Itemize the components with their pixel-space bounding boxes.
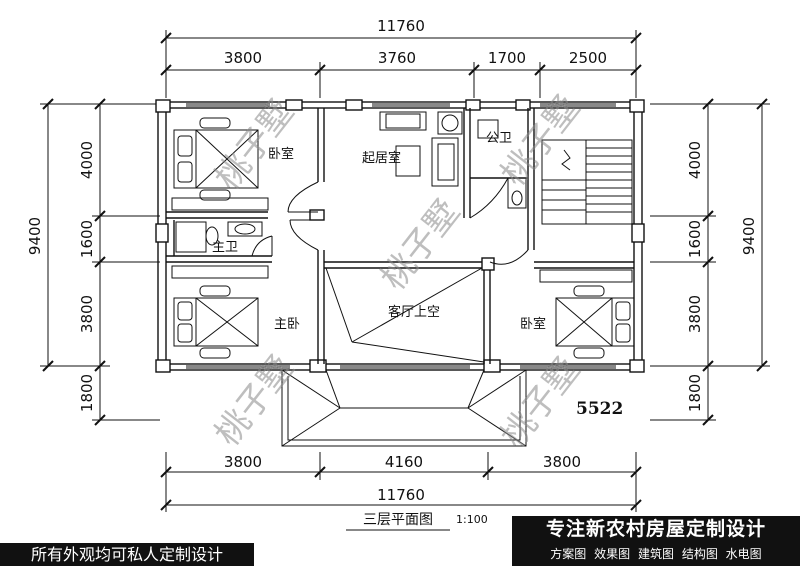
bath-fixtures [175, 119, 527, 253]
roof-canopy [281, 369, 527, 447]
void-symbol [325, 267, 485, 363]
bottom-dim-1: 3800 [224, 453, 262, 471]
left-dim-2: 1600 [78, 220, 96, 258]
room-label-master-bath: 主卫 [212, 240, 238, 255]
service-item: 效果图 [594, 547, 631, 561]
room-label-bedroom-top-left: 卧室 [268, 146, 294, 162]
right-dim-1: 4000 [686, 141, 704, 179]
top-dim-3: 1700 [488, 49, 526, 67]
bottom-dim-2: 4160 [385, 453, 423, 471]
room-label-void: 客厅上空 [388, 304, 440, 320]
bed-master [171, 265, 269, 359]
right-dim-4: 1800 [686, 374, 704, 412]
plan-title: 三层平面图 [363, 512, 433, 528]
service-item: 结构图 [681, 547, 718, 561]
right-total-dimension: 9400 [740, 217, 758, 255]
plan-scale: 1:100 [456, 513, 488, 526]
service-banner-list: 方案图 效果图 建筑图 结构图 水电图 [512, 542, 800, 566]
right-dimension-lines [650, 98, 770, 426]
left-dim-1: 4000 [78, 141, 96, 179]
watermark: 桃子墅 [374, 193, 468, 298]
right-dim-2: 1600 [686, 220, 704, 258]
room-label-public-bath: 公卫 [486, 131, 512, 146]
service-item: 方案图 [550, 547, 587, 561]
top-dim-2: 3760 [378, 49, 416, 67]
left-dim-3: 3800 [78, 295, 96, 333]
service-item: 水电图 [725, 547, 762, 561]
top-dim-4: 2500 [569, 49, 607, 67]
left-dimension-lines [40, 98, 160, 426]
bottom-total-dimension: 11760 [377, 486, 425, 504]
living-furniture [379, 111, 463, 187]
custom-design-banner: 所有外观均可私人定制设计 [0, 543, 254, 566]
top-total-dimension: 11760 [377, 17, 425, 35]
plan-number: 5522 [576, 399, 623, 419]
top-dim-1: 3800 [224, 49, 262, 67]
right-dim-3: 3800 [686, 295, 704, 333]
windows [186, 103, 616, 369]
bed-right [539, 269, 635, 359]
staircase [541, 139, 633, 225]
room-label-master-bedroom: 主卧 [274, 317, 300, 332]
doors [251, 177, 529, 265]
room-label-living: 起居室 [362, 150, 401, 166]
exterior-walls [155, 99, 645, 373]
left-dim-4: 1800 [78, 374, 96, 412]
bottom-dimension-lines [160, 452, 642, 512]
left-total-dimension: 9400 [26, 217, 44, 255]
bottom-dim-3: 3800 [543, 453, 581, 471]
room-label-bedroom-right: 卧室 [520, 316, 546, 332]
service-item: 建筑图 [637, 547, 674, 561]
bed-top-left [171, 117, 269, 211]
top-dimension-lines [160, 30, 642, 98]
service-banner-headline: 专注新农村房屋定制设计 [512, 516, 800, 542]
